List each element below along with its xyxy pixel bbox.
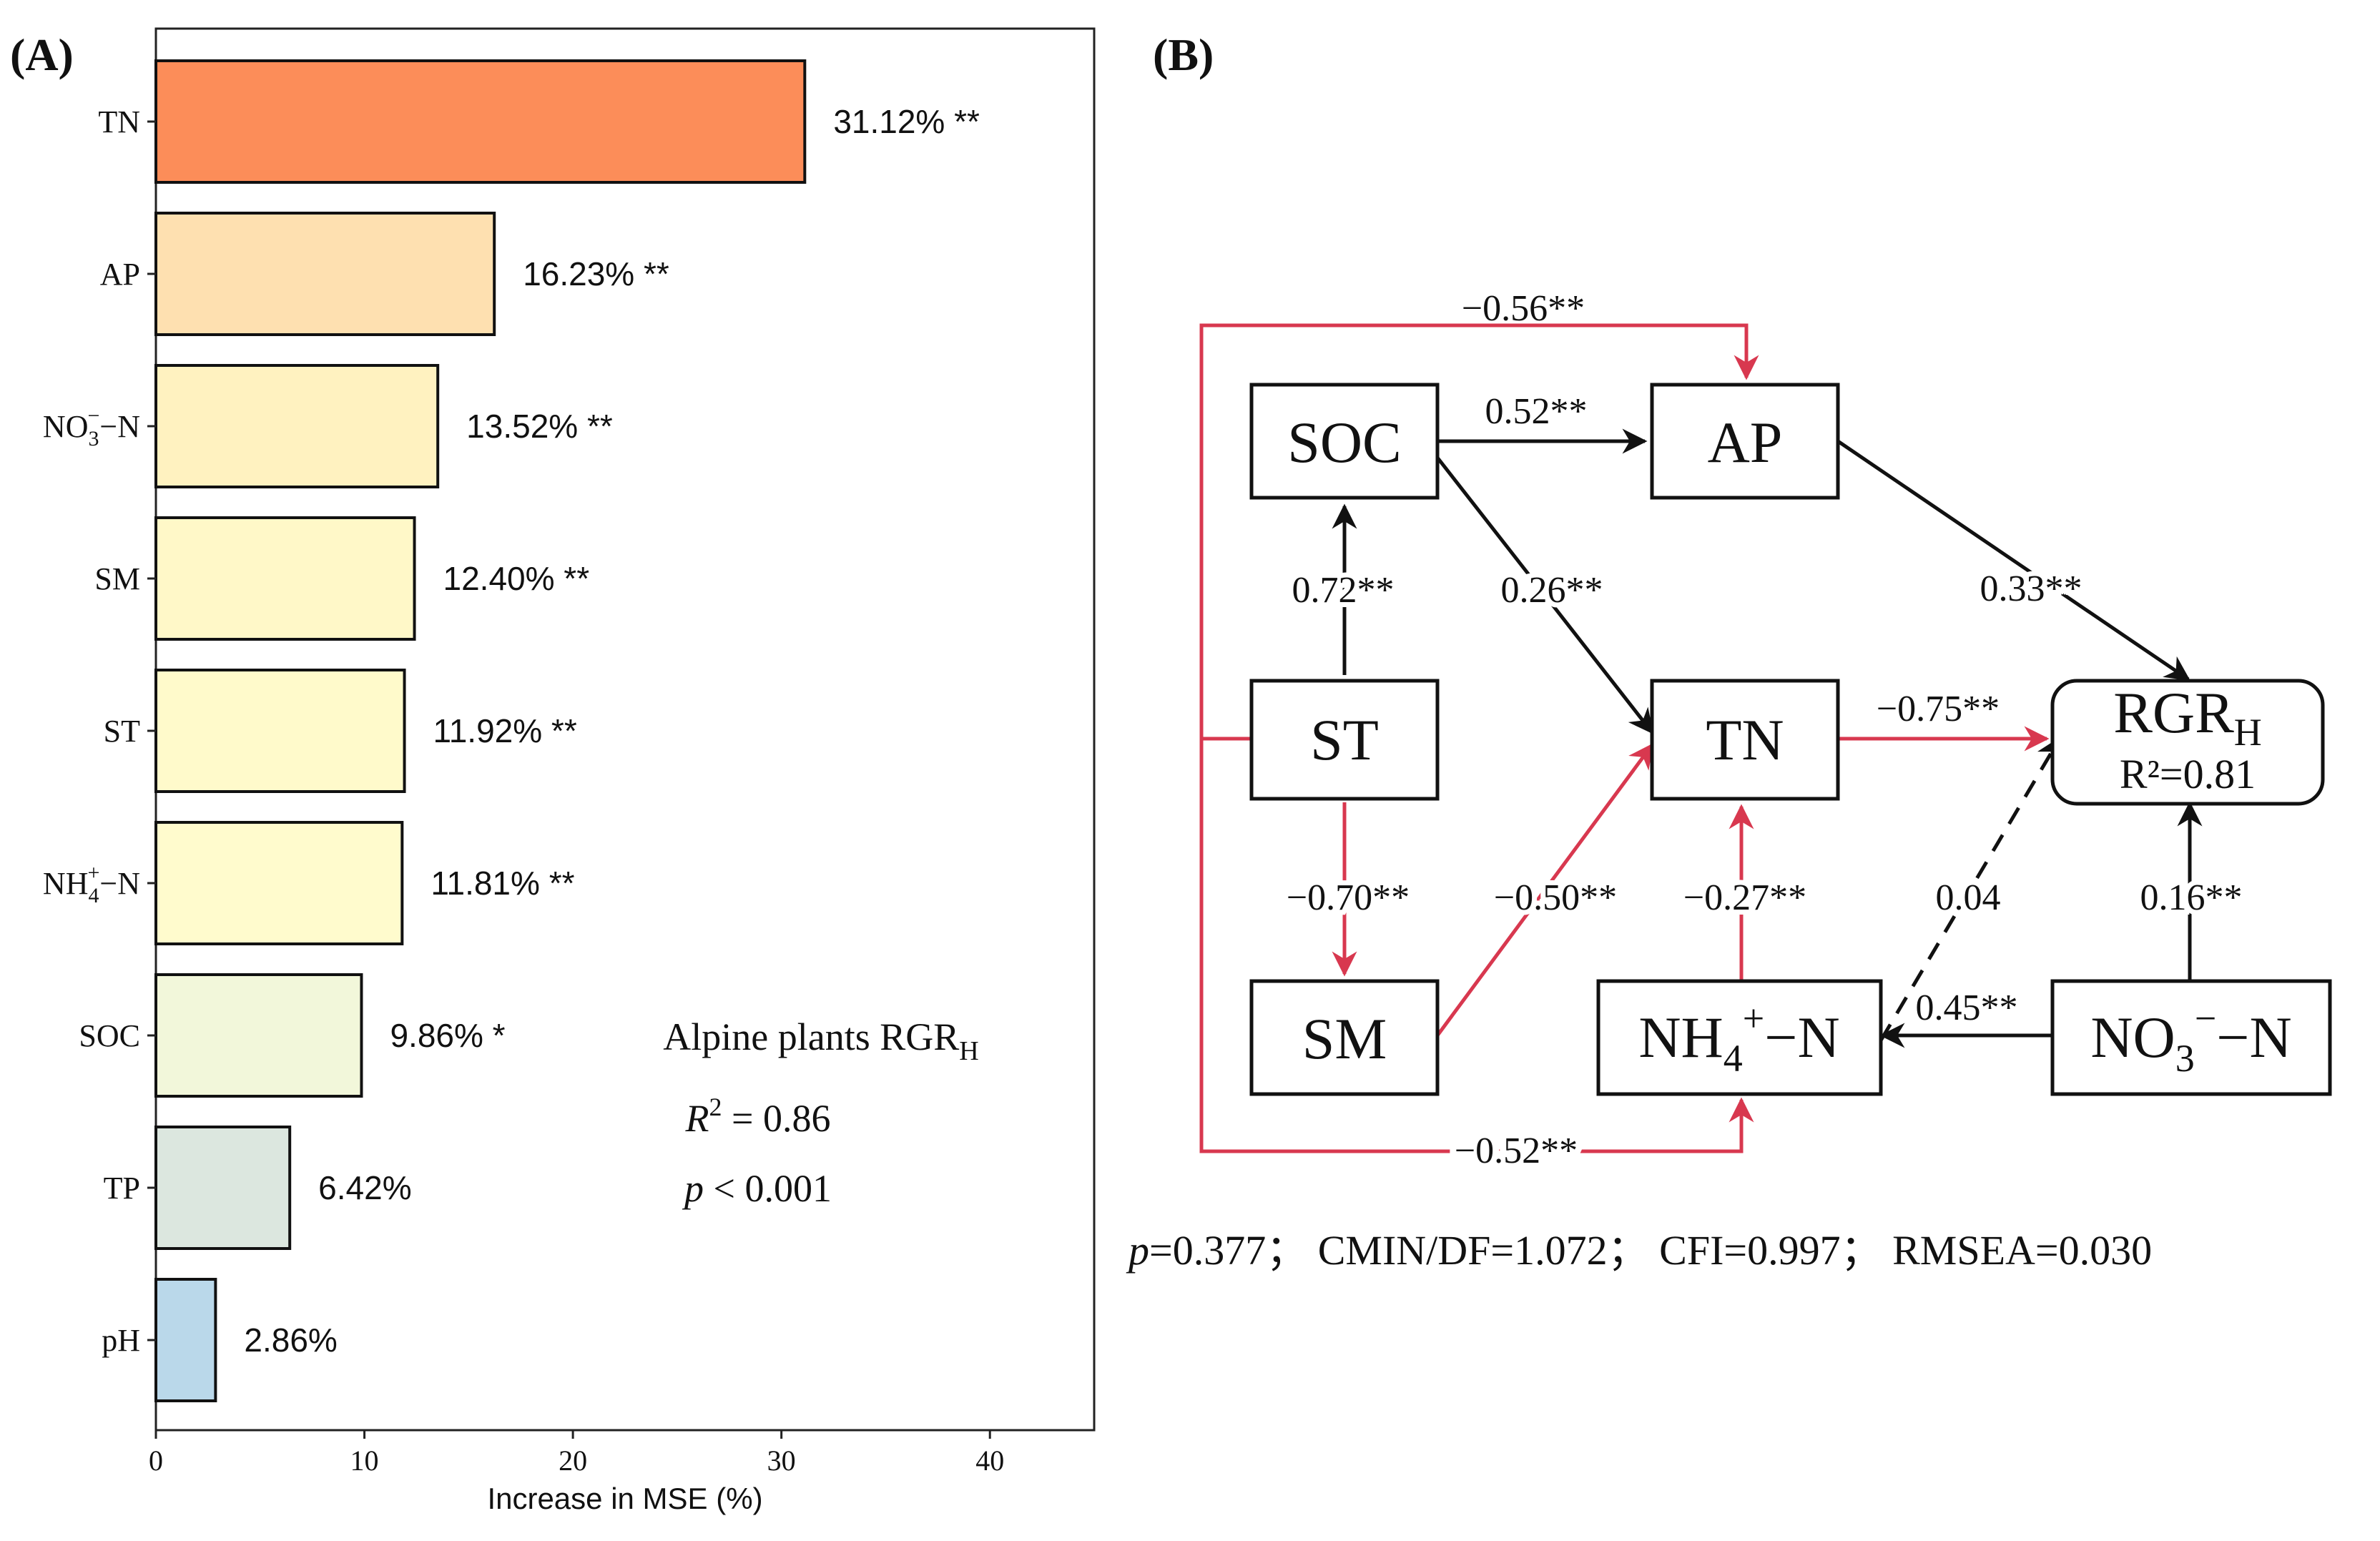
data-label-6: 9.86% *: [390, 1017, 505, 1054]
category-label-8: pH: [102, 1323, 140, 1358]
category-label-2: NO3−−N: [43, 404, 140, 451]
coef-st-soc: 0.72**: [1292, 570, 1395, 611]
path-diagram: [1199, 323, 2203, 1153]
coef-soc-tn: 0.26**: [1501, 570, 1603, 611]
x-tick-label-4: 40: [975, 1444, 1004, 1477]
bar-5: [154, 821, 404, 945]
data-label-4: 11.92% **: [433, 712, 577, 749]
annotation-title: Alpine plants RGRH: [663, 1015, 978, 1066]
coef-nh4-tn: −0.27**: [1683, 877, 1806, 918]
data-label-3: 12.40% **: [443, 560, 590, 597]
category-label-3: SM: [94, 561, 140, 596]
node-soc: [1249, 383, 1440, 500]
panel-a-label: (A): [10, 29, 74, 80]
node-rgr: [2050, 679, 2325, 806]
edge-ap-rgr: [1836, 439, 2190, 681]
data-label-0: 31.12% **: [833, 103, 980, 140]
bar-3: [154, 516, 416, 641]
x-tick-label-2: 20: [559, 1444, 587, 1477]
x-tick-label-3: 30: [767, 1444, 796, 1477]
node-rgr-r2: R²=0.81: [2120, 751, 2256, 797]
panel-b-label: (B): [1153, 29, 1214, 80]
edge-st-ap-loop: [1199, 323, 1759, 741]
annotation-r2: R2 = 0.86: [685, 1093, 831, 1140]
node-no3: [2050, 979, 2332, 1096]
category-label-5: NH4+−N: [43, 861, 140, 907]
x-axis-title: Increase in MSE (%): [487, 1482, 762, 1515]
data-label-2: 13.52% **: [466, 408, 613, 445]
node-st-label: ST: [1310, 707, 1379, 772]
node-st: [1249, 679, 1440, 801]
coef-soc-ap: 0.52**: [1485, 391, 1588, 432]
coef-tn-rgr: −0.75**: [1877, 689, 2000, 729]
coef-no3-rgr: 0.16**: [2140, 877, 2243, 918]
model-annotation: Alpine plants RGRH R2 = 0.86 p < 0.001: [663, 1015, 978, 1210]
model-fit-stats: p=0.377； CMIN/DF=1.072； CFI=0.997； RMSEA…: [1126, 1227, 2152, 1274]
node-tn: [1650, 679, 1840, 801]
data-label-5: 11.81% **: [431, 865, 574, 902]
bar-chart: TN 31.12% ** AP 16.23% ** NO3−−N 13.52% ** SM 1…: [43, 27, 1096, 1515]
bar-4: [154, 669, 406, 793]
node-nh4-label: NH4+−N: [1638, 997, 1839, 1080]
node-tn-label: TN: [1706, 707, 1784, 772]
bar-6: [154, 973, 363, 1098]
x-axis: 0 10 20 30 40: [149, 1430, 1004, 1477]
node-ap: [1650, 383, 1840, 500]
coef-no3-nh4: 0.45**: [1916, 988, 2018, 1028]
edge-sm-tn: [1435, 743, 1654, 1037]
category-label-7: TP: [104, 1171, 140, 1206]
bar-8: [154, 1278, 217, 1402]
node-soc-label: SOC: [1287, 410, 1402, 475]
bar-7: [154, 1126, 292, 1250]
x-tick-label-1: 10: [350, 1444, 379, 1477]
coef-sm-tn: −0.50**: [1494, 877, 1617, 918]
bars-group: TN 31.12% ** AP 16.23% ** NO3−−N 13.52% ** SM 1…: [43, 59, 980, 1402]
x-tick-label-0: 0: [149, 1444, 163, 1477]
coef-st-sm: −0.70**: [1287, 877, 1410, 918]
category-label-1: AP: [100, 257, 140, 292]
node-rgr-label: RGRH: [2113, 680, 2262, 754]
edge-st-nh4-loop: [1199, 739, 1754, 1153]
node-no3-label: NO3−−N: [2090, 997, 2291, 1080]
coef-top-loop: −0.56**: [1462, 288, 1585, 329]
node-ap-label: AP: [1708, 410, 1783, 475]
bar-0: [154, 59, 807, 184]
node-nh4: [1596, 979, 1883, 1096]
coef-nh4-rgr: 0.04: [1936, 877, 2001, 918]
category-label-4: ST: [104, 714, 140, 749]
data-label-7: 6.42%: [318, 1169, 411, 1206]
edge-soc-tn: [1436, 456, 1654, 734]
edge-nh4-rgr: [1879, 736, 2062, 1042]
coef-ap-rgr: 0.33**: [1980, 568, 2082, 609]
node-sm-label: SM: [1302, 1006, 1387, 1071]
data-label-8: 2.86%: [244, 1321, 337, 1359]
node-sm: [1249, 979, 1440, 1096]
coef-bottom-loop: −0.52**: [1455, 1131, 1578, 1171]
category-label-0: TN: [98, 104, 140, 139]
bar-2: [154, 364, 440, 488]
data-label-1: 16.23% **: [523, 255, 669, 292]
category-label-6: SOC: [79, 1018, 140, 1053]
bar-1: [154, 212, 496, 336]
annotation-p: p < 0.001: [682, 1167, 832, 1210]
